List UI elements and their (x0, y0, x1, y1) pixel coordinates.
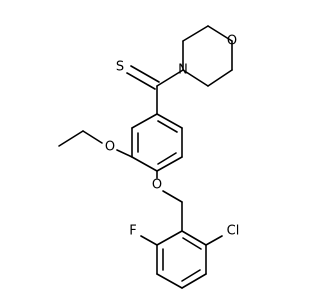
bond-c-n (156, 69, 184, 87)
molecule-structure-diagram: S N O O O F Cl (58, 25, 239, 289)
bond-o-ch2-benzyl (162, 190, 183, 203)
bond-ring-oethyl (116, 149, 133, 158)
bond-cs-double-1 (126, 72, 156, 90)
bond-ring1-inner-1 (157, 120, 178, 133)
bond-morpholine-6 (182, 69, 209, 87)
bond-ring1-3 (156, 156, 183, 172)
bond-cs-double-2 (130, 65, 160, 83)
bond-ring2-6 (156, 230, 183, 246)
bonds (58, 25, 233, 289)
atom-label-o-benzyloxy: O (152, 178, 162, 193)
bond-c-f (140, 235, 158, 246)
bond-ring1-inner-2 (157, 152, 177, 165)
bond-ring2-3 (181, 273, 207, 289)
bond-ring2-inner-2 (181, 269, 201, 282)
bond-ring1-4 (131, 156, 158, 172)
bond-morpholine-3 (207, 25, 233, 42)
bond-ring2-1 (181, 230, 207, 246)
atom-label-s: S (116, 60, 124, 75)
bond-morpholine-2 (182, 25, 209, 42)
bond-ring1-6 (131, 113, 158, 129)
atom-fluorine: F (129, 224, 136, 239)
atom-label-n: N (178, 63, 188, 78)
bond-o-ch2 (82, 130, 103, 144)
atom-label-o-morpholine: O (227, 34, 237, 49)
bond-ring2-4 (156, 273, 183, 289)
atom-nitrogen: N (178, 63, 188, 78)
atom-oxygen-morpholine: O (227, 34, 237, 49)
atom-oxygen-ethoxy: O (105, 140, 115, 155)
atom-oxygen-benzyloxy: O (152, 178, 162, 193)
atom-sulfur: S (116, 60, 124, 75)
atom-label-cl: Cl (227, 224, 240, 239)
bond-c-cl (205, 235, 223, 246)
atom-labels: S N O O O F Cl (105, 34, 239, 239)
bond-morpholine-5 (207, 69, 233, 87)
bond-ring2-inner-1 (182, 237, 202, 250)
atom-label-f: F (129, 224, 136, 239)
atom-label-o-ethoxy: O (105, 140, 115, 155)
bond-ring1-1 (156, 113, 183, 129)
bond-ch2-ch3 (58, 130, 84, 147)
atom-chlorine: Cl (227, 224, 240, 239)
